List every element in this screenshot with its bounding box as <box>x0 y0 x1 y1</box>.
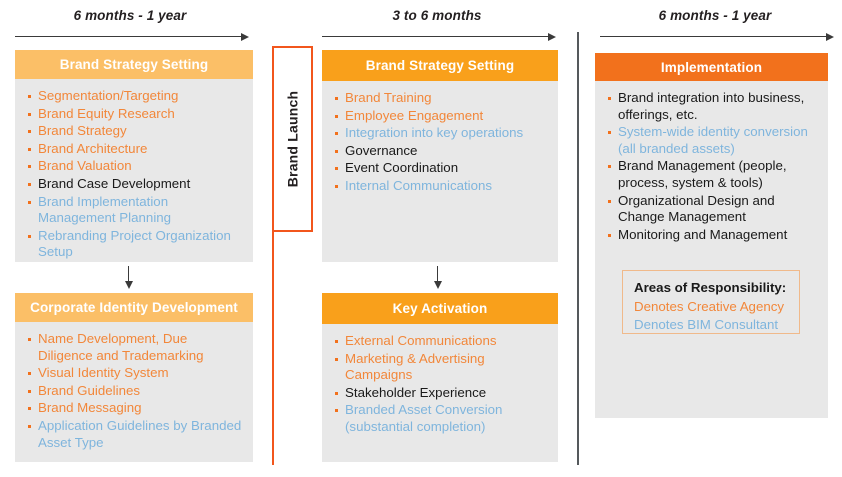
panel-implementation: Implementation Brand integration into bu… <box>595 53 828 418</box>
list-item: Internal Communications <box>334 178 548 195</box>
list-item: Brand Implementation Management Planning <box>27 194 243 227</box>
list-item: External Communications <box>334 333 548 350</box>
brand-launch-label: Brand Launch <box>284 90 301 188</box>
brand-launch-gate: Brand Launch <box>272 46 313 232</box>
panel-body-key-activation: External Communications Marketing & Adve… <box>322 324 558 445</box>
list-item: Name Development, Due Diligence and Trad… <box>27 331 243 364</box>
list-item: Brand Strategy <box>27 123 243 140</box>
list-item: Brand Case Development <box>27 176 243 193</box>
list-item: Event Coordination <box>334 160 548 177</box>
panel-brand-strategy-setting-1: Brand Strategy Setting Segmentation/Targ… <box>15 50 253 262</box>
phase-1-arrow-line <box>15 36 243 37</box>
legend-areas-of-responsibility: Areas of Responsibility: Denotes Creativ… <box>622 270 800 334</box>
connector-arrow-head-phase-2 <box>433 281 442 289</box>
list-item: Brand Guidelines <box>27 383 243 400</box>
panel-title-implementation: Implementation <box>595 53 828 81</box>
legend-item-creative-agency: Denotes Creative Agency <box>634 298 785 314</box>
list-item: System-wide identity conversion (all bra… <box>607 124 818 157</box>
list-item: Branded Asset Conversion (substantial co… <box>334 402 548 435</box>
list-item: Brand Messaging <box>27 400 243 417</box>
list-item: Employee Engagement <box>334 108 548 125</box>
connector-arrow-line-phase-1 <box>128 266 129 282</box>
panel-body-implementation: Brand integration into business, offerin… <box>595 81 828 252</box>
panel-title-key-activation: Key Activation <box>322 293 558 324</box>
list-item: Stakeholder Experience <box>334 385 548 402</box>
list-item: Brand integration into business, offerin… <box>607 90 818 123</box>
panel-brand-strategy-setting-2: Brand Strategy Setting Brand Training Em… <box>322 50 558 262</box>
list-item: Marketing & Advertising Campaigns <box>334 351 548 384</box>
list-item: Integration into key operations <box>334 125 548 142</box>
phase-1-duration-label: 6 months - 1 year <box>73 8 187 23</box>
phase-3-divider <box>577 32 579 465</box>
phase-2-arrow-line <box>322 36 550 37</box>
panel-title-brand-strategy-setting-2: Brand Strategy Setting <box>322 50 558 81</box>
panel-body-brand-strategy-setting-2: Brand Training Employee Engagement Integ… <box>322 81 558 204</box>
panel-corporate-identity-development: Corporate Identity Development Name Deve… <box>15 293 253 462</box>
connector-arrow-line-phase-2 <box>437 266 438 282</box>
list-item: Brand Architecture <box>27 141 243 158</box>
legend-title: Areas of Responsibility: <box>634 280 787 295</box>
list-item: Rebranding Project Organization Setup <box>27 228 243 261</box>
list-item: Brand Valuation <box>27 158 243 175</box>
list-item: Brand Management (people, process, syste… <box>607 158 818 191</box>
phase-2-arrow-head <box>548 32 556 41</box>
list-item: Application Guidelines by Branded Asset … <box>27 418 243 451</box>
list-item: Organizational Design and Change Managem… <box>607 193 818 226</box>
list-item: Brand Equity Research <box>27 106 243 123</box>
panel-body-brand-strategy-setting-1: Segmentation/Targeting Brand Equity Rese… <box>15 79 253 270</box>
connector-arrow-head-phase-1 <box>124 281 133 289</box>
phase-1-arrow-head <box>241 32 249 41</box>
phase-3-duration-label: 6 months - 1 year <box>658 8 772 23</box>
panel-key-activation: Key Activation External Communications M… <box>322 293 558 462</box>
list-item: Brand Training <box>334 90 548 107</box>
panel-title-corporate-identity-development: Corporate Identity Development <box>15 293 253 322</box>
list-item: Segmentation/Targeting <box>27 88 243 105</box>
phase-3-arrow-head <box>826 32 834 41</box>
phase-3-arrow-line <box>600 36 828 37</box>
list-item: Monitoring and Management <box>607 227 818 244</box>
panel-body-corporate-identity-development: Name Development, Due Diligence and Trad… <box>15 322 253 460</box>
list-item: Visual Identity System <box>27 365 243 382</box>
list-item: Governance <box>334 143 548 160</box>
legend-item-bim-consultant: Denotes BIM Consultant <box>634 317 779 332</box>
panel-title-brand-strategy-setting-1: Brand Strategy Setting <box>15 50 253 79</box>
phase-2-duration-label: 3 to 6 months <box>392 8 482 23</box>
brand-launch-stem <box>272 232 274 465</box>
